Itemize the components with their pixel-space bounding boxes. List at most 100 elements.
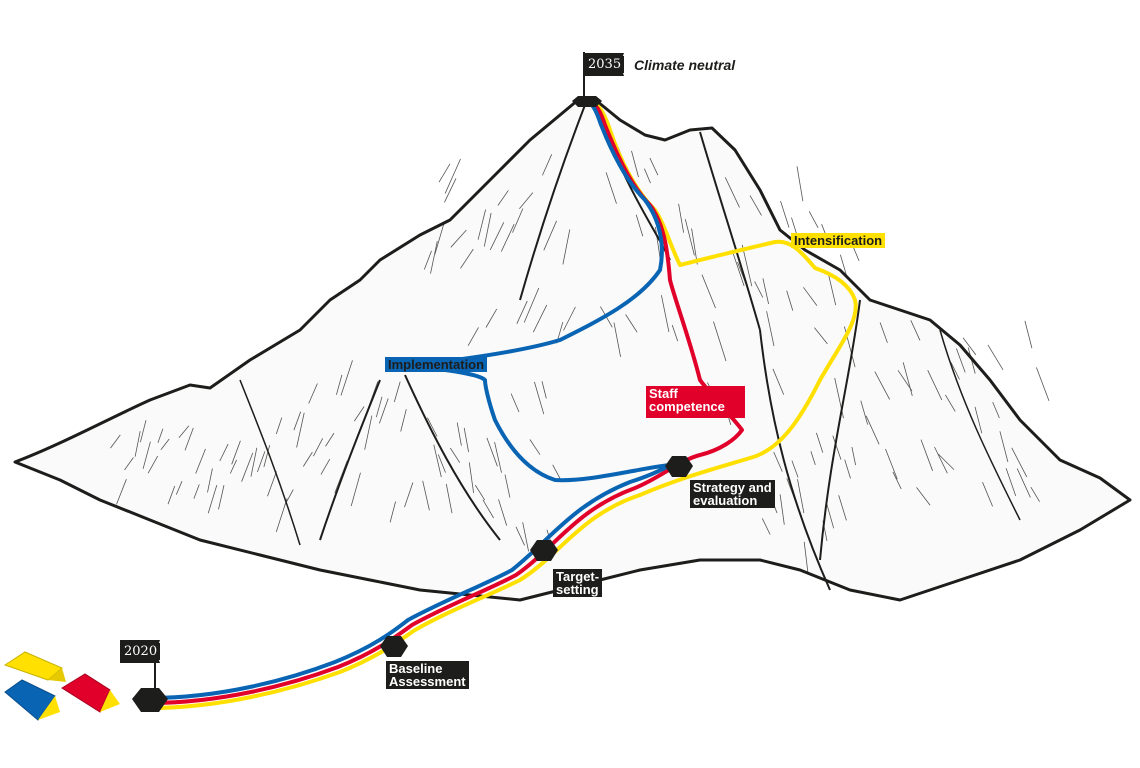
hatch-stroke bbox=[296, 412, 305, 448]
mountain-hatching bbox=[110, 147, 1050, 574]
hatch-stroke bbox=[552, 464, 562, 481]
hatch-stroke bbox=[175, 481, 183, 495]
hatch-stroke bbox=[542, 154, 553, 176]
hatch-stroke bbox=[350, 472, 361, 507]
hatch-stroke bbox=[701, 274, 716, 309]
hatch-stroke bbox=[229, 459, 237, 474]
hatch-stroke bbox=[967, 347, 976, 374]
hatch-stroke bbox=[950, 362, 960, 380]
hatch-stroke bbox=[605, 172, 617, 204]
hatch-stroke bbox=[422, 480, 430, 511]
hatch-stroke bbox=[486, 437, 498, 467]
hatch-stroke bbox=[865, 415, 880, 445]
hatch-stroke bbox=[808, 211, 819, 228]
hatch-stroke bbox=[827, 273, 837, 306]
hatch-stroke bbox=[562, 229, 571, 265]
hatch-stroke bbox=[902, 362, 913, 397]
ridge-line bbox=[404, 374, 501, 541]
summit-goal-label: Climate neutral bbox=[634, 57, 736, 73]
hatch-stroke bbox=[438, 163, 451, 183]
hatch-stroke bbox=[851, 447, 856, 466]
hatch-stroke bbox=[474, 484, 486, 501]
hatch-stroke bbox=[313, 438, 324, 457]
hatch-stroke bbox=[404, 482, 414, 508]
hatch-stroke bbox=[489, 222, 505, 251]
hexagon-marker-icon bbox=[132, 688, 168, 712]
mountain bbox=[13, 98, 1132, 602]
hatch-stroke bbox=[257, 451, 266, 473]
hatch-stroke bbox=[529, 439, 541, 455]
hatch-stroke bbox=[515, 526, 525, 546]
hatch-stroke bbox=[713, 321, 727, 362]
hatch-stroke bbox=[826, 504, 835, 529]
hatch-stroke bbox=[116, 479, 127, 505]
hatch-stroke bbox=[563, 306, 576, 331]
hatch-stroke bbox=[796, 166, 804, 202]
hatch-stroke bbox=[434, 223, 445, 255]
hexagon-marker-icon bbox=[572, 96, 602, 107]
hatch-stroke bbox=[962, 337, 977, 356]
hatch-stroke bbox=[207, 468, 213, 493]
intensification-route-label: Intensification bbox=[791, 233, 886, 248]
hatch-stroke bbox=[1024, 320, 1033, 349]
hatch-stroke bbox=[364, 415, 373, 450]
hatch-stroke bbox=[780, 200, 790, 228]
hatch-stroke bbox=[803, 287, 818, 306]
hatch-stroke bbox=[1011, 447, 1028, 478]
milestones-markers bbox=[132, 96, 693, 712]
hatch-stroke bbox=[803, 541, 809, 574]
hatch-stroke bbox=[219, 443, 229, 462]
hatch-stroke bbox=[433, 444, 442, 478]
hatch-stroke bbox=[147, 455, 159, 474]
hatch-stroke bbox=[840, 254, 847, 277]
hatch-stroke bbox=[430, 241, 438, 274]
hatch-stroke bbox=[625, 314, 638, 333]
hatch-stroke bbox=[393, 381, 401, 403]
hatch-stroke bbox=[334, 460, 348, 494]
hatch-stroke bbox=[791, 460, 799, 478]
hatch-stroke bbox=[754, 281, 764, 298]
hatch-stroke bbox=[631, 150, 639, 178]
tent-icon bbox=[4, 679, 60, 721]
hatch-stroke bbox=[449, 447, 461, 463]
hatch-stroke bbox=[543, 220, 557, 251]
hatch-stroke bbox=[992, 401, 1000, 419]
hatch-stroke bbox=[340, 360, 353, 396]
hatch-stroke bbox=[423, 250, 432, 270]
hatch-stroke bbox=[498, 499, 508, 526]
hatch-stroke bbox=[982, 482, 993, 507]
hatch-stroke bbox=[892, 471, 902, 490]
ridge-line bbox=[319, 379, 381, 541]
hatch-stroke bbox=[308, 383, 318, 404]
hatch-stroke bbox=[178, 425, 190, 439]
hatch-stroke bbox=[879, 322, 888, 343]
hatch-stroke bbox=[463, 427, 469, 453]
hatch-stroke bbox=[482, 499, 494, 519]
hatch-stroke bbox=[838, 495, 847, 521]
hatch-stroke bbox=[485, 308, 498, 328]
hatch-stroke bbox=[444, 178, 457, 203]
hatch-stroke bbox=[655, 227, 661, 260]
hatch-stroke bbox=[541, 381, 547, 399]
tent-icon bbox=[61, 673, 120, 713]
hatch-stroke bbox=[797, 479, 805, 514]
route-yellow bbox=[148, 98, 858, 710]
hatch-stroke bbox=[124, 457, 134, 471]
hatch-stroke bbox=[450, 229, 467, 248]
hatch-stroke bbox=[523, 287, 540, 323]
hatch-stroke bbox=[500, 224, 515, 252]
hatch-stroke bbox=[635, 214, 644, 237]
hatch-stroke bbox=[613, 322, 621, 357]
hatch-stroke bbox=[844, 459, 851, 479]
hatch-stroke bbox=[325, 432, 335, 447]
hatch-stroke bbox=[920, 439, 933, 471]
hatch-stroke bbox=[945, 394, 956, 412]
route-blue bbox=[148, 98, 672, 700]
hatch-stroke bbox=[110, 434, 121, 449]
hatch-stroke bbox=[737, 261, 752, 297]
hatch-stroke bbox=[241, 452, 254, 482]
hatch-stroke bbox=[1036, 367, 1050, 402]
hatch-stroke bbox=[477, 209, 486, 240]
hatch-stroke bbox=[134, 431, 141, 457]
hatch-stroke bbox=[467, 327, 479, 346]
